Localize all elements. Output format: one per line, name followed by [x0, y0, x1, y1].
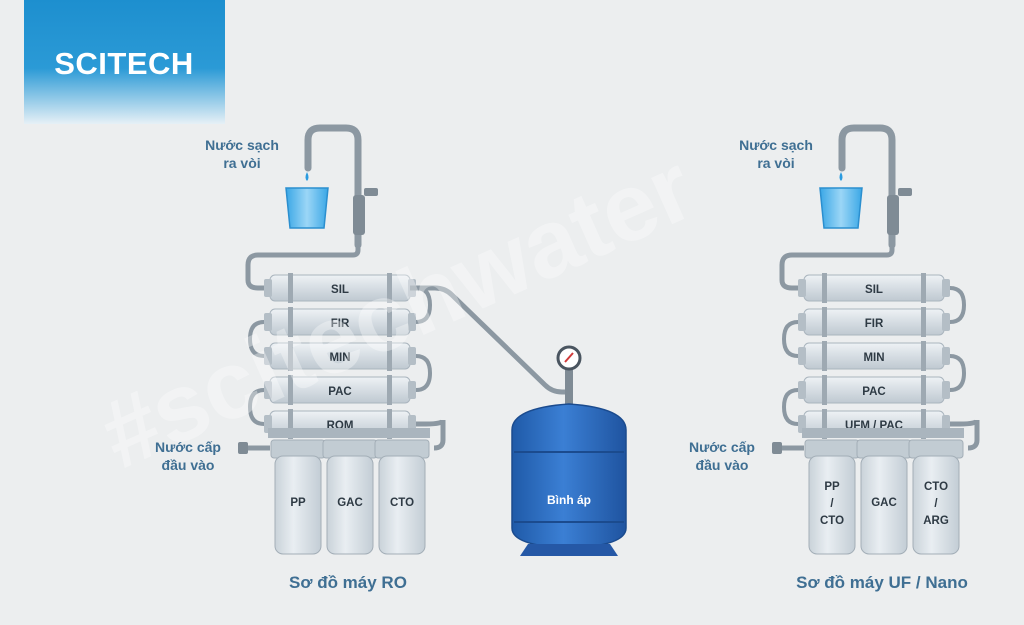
connector-pipe [781, 388, 799, 426]
tank-stand [520, 544, 618, 556]
tank-body [511, 403, 627, 549]
connector-pipe [247, 320, 265, 358]
horizontal-filter: MIN [798, 341, 950, 371]
faucet-body-icon [887, 195, 899, 235]
vertical-filter-label: GAC [337, 497, 363, 509]
vertical-filter-label: PP [824, 481, 840, 493]
vertical-filter: PP [270, 439, 326, 555]
inlet-fitting-icon [238, 442, 248, 454]
outlet-label-line1: Nước sạch [205, 137, 279, 153]
horizontal-filter-label: MIN [863, 352, 884, 364]
vertical-filter-label: ARG [923, 515, 949, 527]
outlet-pipe [779, 245, 895, 291]
vertical-filter-label: CTO [820, 515, 844, 527]
water-drop-icon [305, 172, 309, 181]
inlet-label-line2: đầu vào [162, 457, 215, 473]
vertical-filter: PP / CTO [804, 439, 860, 555]
brand-name: SCITECH [54, 46, 194, 81]
mount-bracket [802, 428, 964, 438]
faucet-spout-icon [838, 124, 896, 249]
horizontal-filter: MIN [264, 341, 416, 371]
inlet-fitting-icon [772, 442, 782, 454]
inlet-label-line1: Nước cấp [155, 439, 221, 455]
horizontal-filter-label: FIR [865, 318, 884, 330]
horizontal-filter-label: MIN [329, 352, 350, 364]
vertical-filter-label: GAC [871, 497, 897, 509]
horizontal-filter: PAC [798, 375, 950, 405]
horizontal-filter-label: SIL [331, 284, 349, 296]
connector-pipe [949, 354, 967, 392]
horizontal-filter: FIR [264, 307, 416, 337]
tank-valve-icon [565, 368, 573, 408]
connector-pipe [247, 388, 265, 426]
outlet-label-line2: ra vòi [757, 155, 794, 171]
outlet-label-line2: ra vòi [223, 155, 260, 171]
faucet-body-icon [353, 195, 365, 235]
inlet-label-line1: Nước cấp [689, 439, 755, 455]
horizontal-filter-label: PAC [862, 386, 885, 398]
horizontal-filter: SIL [798, 273, 950, 303]
diagram-title: Sơ đồ máy RO [289, 573, 407, 592]
vertical-filter-label: / [830, 498, 834, 510]
water-glass-icon [285, 187, 329, 229]
bottom-loop-pipe [950, 419, 980, 451]
connector-pipe [781, 320, 799, 358]
horizontal-filter-label: FIR [331, 318, 350, 330]
vertical-filter-label: / [934, 498, 938, 510]
vertical-filter-label: PP [290, 497, 306, 509]
faucet-handle-icon [364, 188, 378, 196]
mount-bracket [268, 428, 430, 438]
water-drop-icon [839, 172, 843, 181]
bottom-loop-pipe [416, 419, 446, 451]
pressure-tank: Bình áp [410, 285, 627, 556]
faucet-handle-icon [898, 188, 912, 196]
outlet-label-line1: Nước sạch [739, 137, 813, 153]
vertical-filter: GAC [322, 439, 378, 555]
horizontal-filter: PAC [264, 375, 416, 405]
tank-pipe [410, 285, 568, 395]
diagram-title: Sơ đồ máy UF / Nano [796, 573, 968, 592]
horizontal-filter-label: PAC [328, 386, 351, 398]
vertical-filter-label: CTO [390, 497, 414, 509]
faucet-spout-icon [304, 124, 362, 249]
inlet-label-line2: đầu vào [696, 457, 749, 473]
brand-badge [24, 0, 225, 124]
horizontal-filter: FIR [798, 307, 950, 337]
vertical-filter: CTO [374, 439, 430, 555]
vertical-filter: GAC [856, 439, 912, 555]
connector-pipe [415, 354, 433, 392]
vertical-filter-label: CTO [924, 481, 948, 493]
horizontal-filter-label: SIL [865, 284, 883, 296]
tank-label: Bình áp [547, 493, 591, 507]
connector-pipe [949, 286, 967, 324]
vertical-filter: CTO / ARG [908, 439, 964, 555]
outlet-pipe [245, 245, 361, 291]
water-glass-icon [819, 187, 863, 229]
